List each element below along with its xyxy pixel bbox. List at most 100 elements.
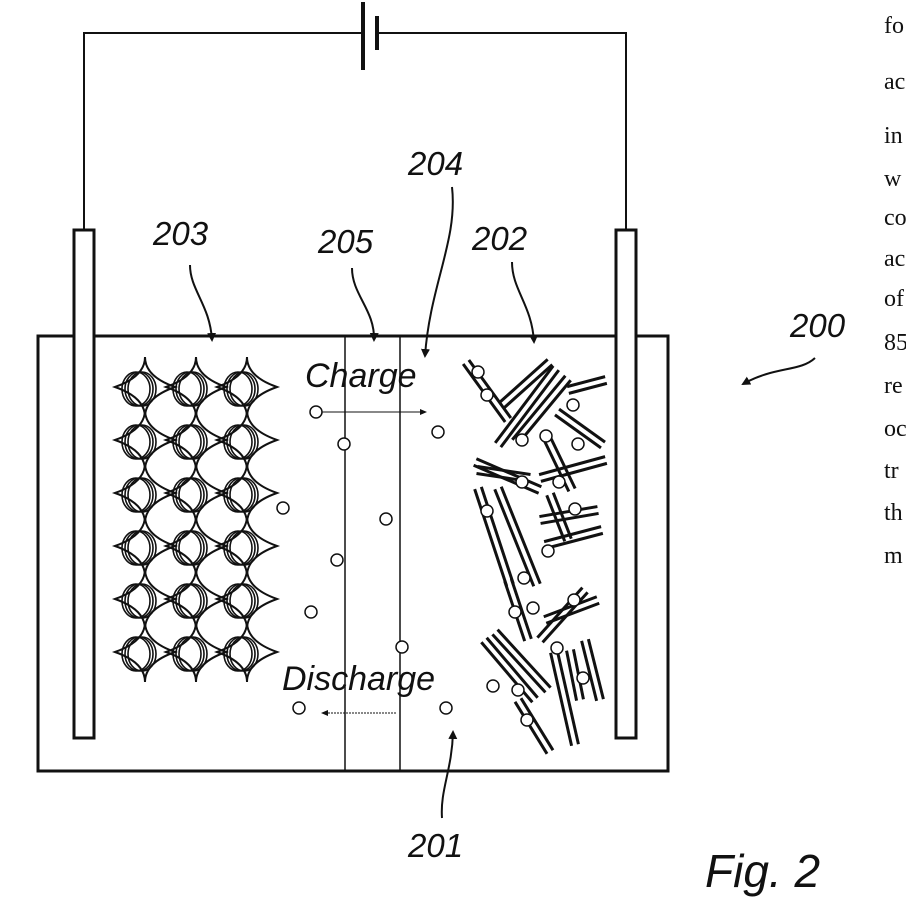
lattice-ring (224, 372, 252, 406)
side-text-line: of (884, 286, 904, 312)
ion (540, 430, 552, 442)
right-electrode-flakes (463, 359, 607, 753)
lattice-ring (122, 531, 150, 565)
label-203: 203 (152, 215, 209, 252)
lattice-ring (224, 425, 252, 459)
ion (568, 594, 580, 606)
ion (527, 602, 539, 614)
side-text-line: w (884, 166, 902, 192)
lattice-ring (230, 531, 258, 565)
ion (331, 554, 343, 566)
lattice-ring (224, 637, 252, 671)
lattice-ring (122, 372, 150, 406)
lattice-ring (230, 584, 258, 618)
label-202: 202 (471, 220, 527, 257)
lattice-ring (173, 531, 201, 565)
lattice-ring (122, 425, 150, 459)
side-text-line: tr (884, 458, 899, 484)
circuit-wire (84, 33, 626, 230)
side-text-line: co (884, 205, 906, 231)
flake-layer (559, 409, 605, 442)
label-205: 205 (317, 223, 374, 260)
label-201: 201 (407, 827, 463, 864)
lattice-ring (224, 478, 252, 512)
ion (567, 399, 579, 411)
lattice-ring (173, 637, 201, 671)
side-text-line: 85 (884, 330, 906, 356)
lattice-ring (173, 425, 201, 459)
lattice-ring (179, 531, 207, 565)
flake-layer (546, 533, 603, 548)
leader-205 (352, 268, 374, 340)
leader-202 (512, 262, 534, 342)
ion (572, 438, 584, 450)
lattice-ring (128, 478, 156, 512)
side-text-line: in (884, 123, 903, 149)
ion (440, 702, 452, 714)
lattice-ring (128, 637, 156, 671)
side-text-line: th (884, 500, 903, 526)
charge-label: Charge (305, 357, 417, 395)
side-text-line: m (884, 543, 903, 569)
lattice-ring (173, 478, 201, 512)
right-current-collector (616, 230, 636, 738)
lattice-ring (128, 425, 156, 459)
lattice-ring (224, 531, 252, 565)
power-source-symbol (363, 2, 377, 70)
ion (338, 438, 350, 450)
ion (310, 406, 322, 418)
left-current-collector (74, 230, 94, 738)
lattice-ring (173, 584, 201, 618)
lattice-ring (122, 478, 150, 512)
side-text-line: ac (884, 246, 905, 272)
side-text-fragments: fo ac in w co ac of 85 re oc tr th m (884, 13, 906, 569)
ion (305, 606, 317, 618)
lattice-ring (224, 584, 252, 618)
ion (542, 545, 554, 557)
lattice-ring (230, 425, 258, 459)
ion (521, 714, 533, 726)
ion (518, 572, 530, 584)
leader-200 (743, 358, 815, 384)
side-text-line: oc (884, 416, 906, 442)
lattice-ring (122, 584, 150, 618)
lattice-ring (122, 637, 150, 671)
ion (487, 680, 499, 692)
ion (432, 426, 444, 438)
flake-layer (544, 527, 601, 542)
flake-layer (582, 641, 597, 701)
leader-204 (425, 187, 453, 356)
ion (472, 366, 484, 378)
side-text-line: re (884, 373, 903, 399)
label-204: 204 (407, 145, 463, 182)
ion (481, 505, 493, 517)
ion (551, 642, 563, 654)
leader-203 (190, 265, 212, 340)
lattice-ring (230, 637, 258, 671)
figure-caption: Fig. 2 (705, 845, 820, 897)
ion (509, 606, 521, 618)
lattice-ring (179, 637, 207, 671)
lattice-ring (179, 425, 207, 459)
ion (481, 389, 493, 401)
flake-layer (515, 702, 547, 754)
ion (293, 702, 305, 714)
side-text-line: fo (884, 13, 904, 39)
ion (569, 503, 581, 515)
ion (577, 672, 589, 684)
left-electrode-lattice (115, 357, 277, 682)
ion (516, 476, 528, 488)
ion (553, 476, 565, 488)
flake-layer (588, 639, 603, 699)
lattice-ring (179, 372, 207, 406)
ion (277, 502, 289, 514)
lattice-ring (230, 478, 258, 512)
lattice-ring (128, 584, 156, 618)
ion (380, 513, 392, 525)
lattice-ring (179, 584, 207, 618)
discharge-label: Discharge (282, 660, 435, 698)
lattice-ring (173, 372, 201, 406)
leader-201 (442, 732, 453, 818)
ion (512, 684, 524, 696)
